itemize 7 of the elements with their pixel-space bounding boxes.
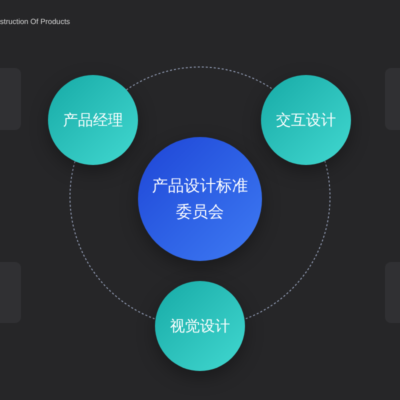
dashed-connector (70, 160, 156, 320)
node-label: 交互设计 (275, 110, 337, 131)
dashed-connector (126, 66, 274, 90)
node-label: 视觉设计 (169, 316, 231, 337)
node-label: 产品经理 (62, 110, 124, 131)
dashed-connector (244, 160, 330, 320)
node-label: 产品设计标准委员会 (151, 175, 249, 223)
